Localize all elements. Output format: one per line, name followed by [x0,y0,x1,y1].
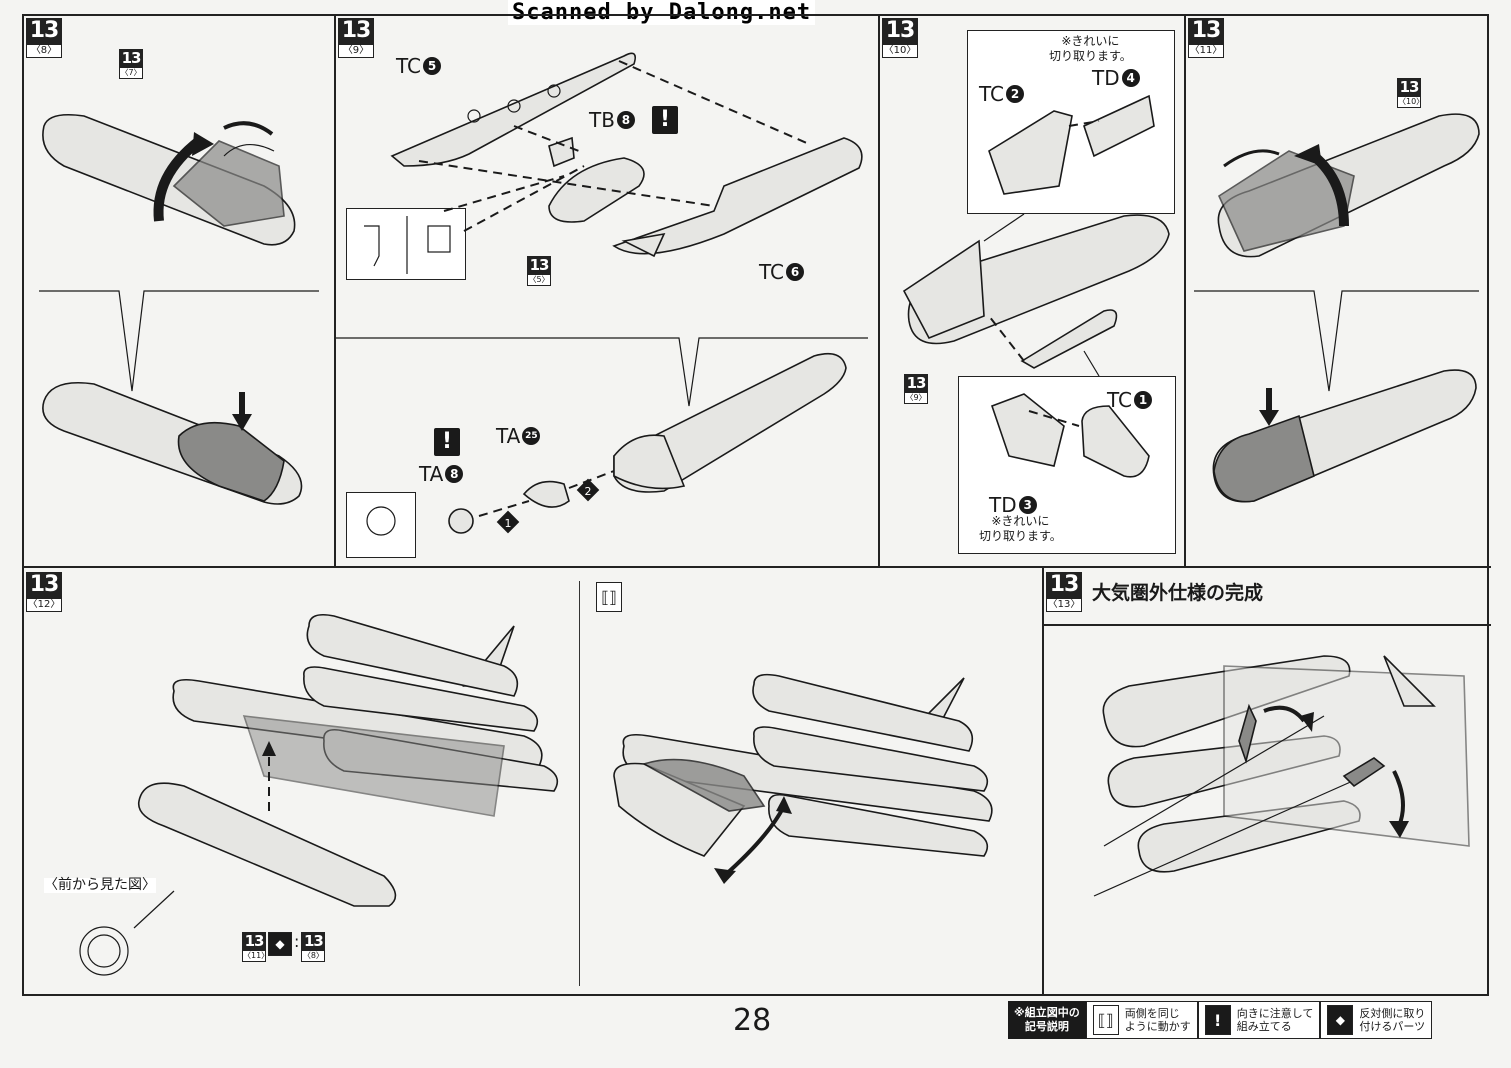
step-13-12: 13 〈12〉 [26,572,62,612]
pod-close-illustration [1194,113,1480,503]
completed-model-illustration [1093,655,1470,897]
step-13-13: 13 〈13〉 [1046,572,1082,612]
both-sides-icon: ◆ [1327,1005,1354,1035]
step-13-8: 13 〈8〉 [26,18,62,58]
cut-note: ※きれいに 切り取ります。 [979,514,1062,543]
order-1: 1 [505,517,512,530]
divider [334,16,336,566]
pod-open-illustration [39,113,319,505]
legend-item-both-sides: ◆ 反対側に取り 付けるパーツ [1320,1001,1433,1039]
detail-inset [346,492,416,558]
order-2: 2 [585,485,592,498]
caution-icon: ! [434,428,460,456]
legend-key: ※組立図中の 記号説明 [1008,1001,1086,1039]
divider [1042,566,1044,996]
step-title: 大気圏外仕様の完成 [1092,582,1264,604]
symbol-legend: ※組立図中の 記号説明 ⟦⟧ 両側を同じ ように動かす ! 向きに注意して 組み… [1008,1000,1433,1040]
caution-icon: ! [652,106,678,134]
legend-item-symmetric: ⟦⟧ 両側を同じ ように動かす [1085,1001,1198,1039]
reference-step: 13 〈7〉 [119,49,143,79]
pod-assembly-illustration: 1 2 [336,52,868,536]
legend-item-caution: ! 向きに注意して 組み立てる [1197,1001,1321,1039]
both-sides-icon: ◆ [268,932,292,956]
legend-text: 反対側に取り 付けるパーツ [1359,1007,1426,1033]
step-13-9: 13 〈9〉 [338,18,374,58]
mirror-reference: 13 〈11〉 ◆ : 13 〈8〉 [242,932,326,962]
reference-step: 13 〈5〉 [527,256,551,286]
reference-step: 13 〈10〉 [1397,78,1425,108]
reference-step: 13 〈9〉 [904,374,928,404]
cut-note: ※きれいに 切り取ります。 [1049,34,1132,63]
reference-step: 13 〈11〉 [242,932,270,962]
watermark: Scanned by Dalong.net [508,0,816,25]
pod-cover-illustration [902,94,1170,478]
step-13-11: 13 〈11〉 [1188,18,1224,58]
front-view-label: 〈前から見た図〉 [44,877,156,893]
symmetric-icon: ⟦⟧ [1092,1005,1119,1035]
symmetric-icon: ⟦⟧ [596,582,622,612]
divider [579,581,580,986]
pod-attach-illustration [79,613,559,976]
page-number: 28 [733,1003,772,1038]
divider [1184,16,1186,566]
step-13-10: 13 〈10〉 [882,18,918,58]
legend-text: 両側を同じ ように動かす [1124,1007,1191,1033]
caution-icon: ! [1204,1005,1231,1035]
divider [1042,624,1491,626]
legend-text: 向きに注意して 組み立てる [1236,1007,1314,1033]
detail-inset [346,208,466,280]
separator: : [294,932,300,951]
reference-step: 13 〈8〉 [301,932,326,962]
divider [878,16,880,566]
divider [24,566,1491,568]
pod-hinge-illustration [613,673,993,884]
